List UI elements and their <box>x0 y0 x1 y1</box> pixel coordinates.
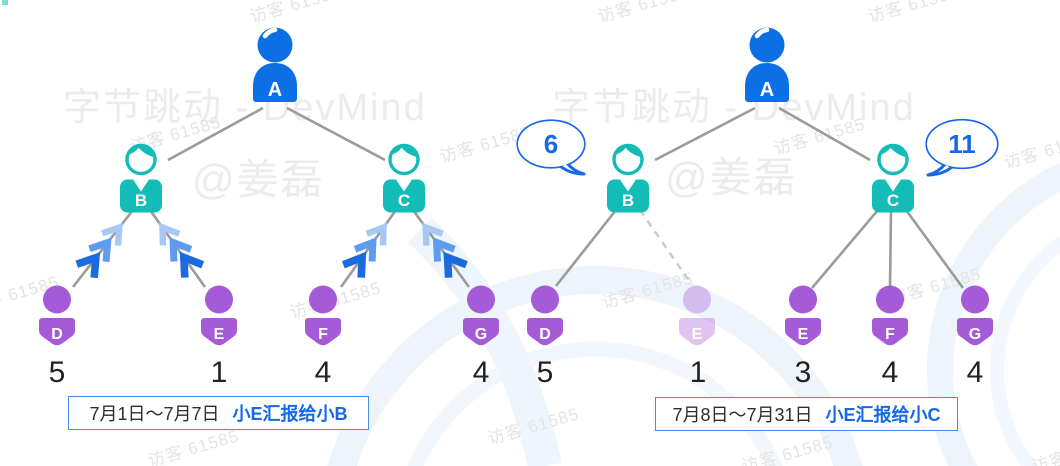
node-member-g: G <box>957 285 993 346</box>
node-label: E <box>214 326 225 343</box>
node-boss-a: A <box>745 28 789 103</box>
left-caption-box: 7月1日～7月7日 小E汇报给小B <box>68 396 369 430</box>
right-caption-box: 7月8日～7月31日 小E汇报给小C <box>655 397 958 431</box>
edge-c-e <box>811 209 879 289</box>
edge-a-c <box>286 106 386 162</box>
edge-a-c <box>778 106 871 162</box>
node-label: A <box>760 79 774 101</box>
node-member-e: E <box>201 285 237 346</box>
node-manager-b: B <box>605 143 651 215</box>
count-bubble-b: 6 <box>516 119 586 176</box>
right-tree: A B C D E E F <box>527 28 993 389</box>
edge-b-d <box>554 209 618 287</box>
value-g: 4 <box>473 356 490 389</box>
node-label: F <box>318 326 328 343</box>
report-arrows <box>75 222 468 279</box>
node-member-e-old-faded: E <box>679 285 715 346</box>
node-member-d: D <box>39 285 75 346</box>
left-tree: A B C D E F G <box>39 28 499 389</box>
count-bubble-c: 11 <box>925 118 999 177</box>
edge-b-d <box>71 209 135 288</box>
node-member-g: G <box>463 285 499 346</box>
node-label: G <box>969 326 981 343</box>
node-label: B <box>135 191 147 210</box>
edge-a-b <box>654 106 756 162</box>
edge-c-f <box>888 209 893 289</box>
node-member-f: F <box>872 285 908 346</box>
node-label: C <box>887 191 899 210</box>
node-boss-a: A <box>253 28 297 103</box>
left-caption-dates: 7月1日～7月7日 <box>89 404 220 424</box>
node-manager-b: B <box>118 143 164 215</box>
right-tree-connectors <box>554 106 965 289</box>
edge-b-e <box>148 209 207 288</box>
node-member-d: D <box>527 285 563 346</box>
node-manager-c: C <box>870 143 916 215</box>
node-label: D <box>51 326 63 343</box>
value-d: 5 <box>49 356 66 389</box>
value-e: 1 <box>211 356 228 389</box>
edge-c-f <box>339 209 398 288</box>
node-member-e: E <box>785 285 821 346</box>
node-label: C <box>398 191 410 210</box>
right-caption-dates: 7月8日～7月31日 <box>672 405 813 425</box>
value-e: 3 <box>795 356 812 389</box>
node-label: B <box>622 191 634 210</box>
edge-c-g <box>411 209 471 288</box>
node-label: G <box>475 326 487 343</box>
bubble-tail <box>926 161 954 177</box>
value-f: 4 <box>882 356 899 389</box>
corner-artifact <box>2 0 8 5</box>
node-label: E <box>798 326 809 343</box>
node-label: D <box>539 326 551 343</box>
edge-a-b <box>167 106 264 162</box>
value-f: 4 <box>315 356 332 389</box>
edge-c-g <box>904 209 965 289</box>
bubble-count: 6 <box>544 129 558 159</box>
left-caption-note: 小E汇报给小B <box>232 404 348 424</box>
bubble-count: 11 <box>948 129 976 159</box>
node-member-f: F <box>305 285 341 346</box>
node-label: A <box>268 79 282 101</box>
node-label: F <box>885 326 895 343</box>
node-label: E <box>692 326 703 343</box>
edge-b-e-old-dashed <box>639 209 693 286</box>
right-caption-note: 小E汇报给小C <box>825 405 941 425</box>
value-g: 4 <box>967 356 984 389</box>
value-d: 5 <box>537 356 554 389</box>
bubble-tail <box>558 160 586 176</box>
node-manager-c: C <box>381 143 427 215</box>
value-e-old: 1 <box>690 356 707 389</box>
